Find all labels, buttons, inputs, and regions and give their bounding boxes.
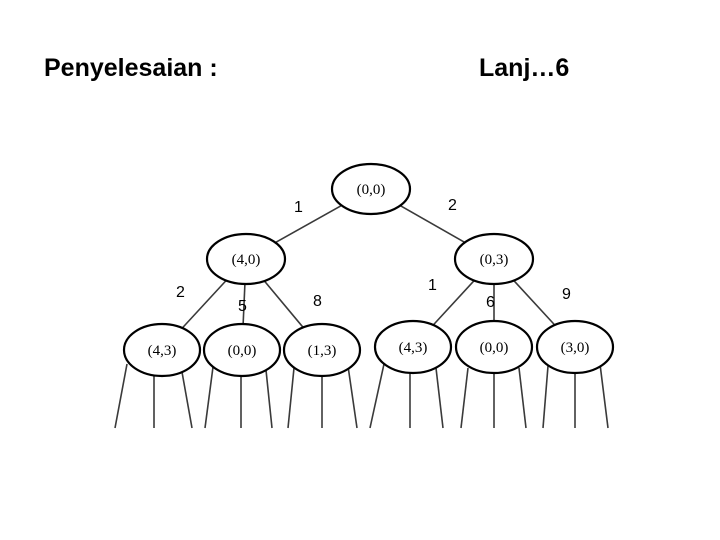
node-ellipse xyxy=(205,232,287,286)
tree-edge-l1-left-l2-b xyxy=(242,283,246,325)
node-label: (4,3) xyxy=(399,340,428,356)
edge-weight-label: 8 xyxy=(313,293,322,310)
tree-edge-l1-right-l2-d xyxy=(432,279,475,326)
tree-edge-l1-right-l2-f xyxy=(513,279,556,326)
tree-edge-l1-left-l2-c xyxy=(263,280,304,328)
tree-continuation-lines xyxy=(114,363,609,429)
continuation-line xyxy=(599,363,609,429)
tree-node-l2-e: (0,0) xyxy=(454,319,534,375)
tree-node-l2-a: (4,3) xyxy=(122,322,202,378)
tree-node-l2-d: (4,3) xyxy=(373,319,453,375)
node-label: (3,0) xyxy=(561,340,590,356)
continuation-line xyxy=(181,371,193,429)
continuation-line xyxy=(542,365,549,429)
tree-node-l2-f: (3,0) xyxy=(535,319,615,375)
tree-node-root: (0,0) xyxy=(330,162,412,216)
continuation-line xyxy=(518,367,527,429)
continuation-line xyxy=(460,367,469,429)
node-ellipse xyxy=(202,322,282,378)
node-ellipse xyxy=(454,319,534,375)
node-label: (0,0) xyxy=(357,182,386,198)
edge-weight-label: 1 xyxy=(294,199,303,216)
continuation-line xyxy=(265,369,273,429)
node-label: (0,0) xyxy=(228,343,257,359)
node-label: (0,0) xyxy=(480,340,509,356)
edge-weight-label: 2 xyxy=(448,197,457,214)
edge-weight-label: 2 xyxy=(176,284,185,301)
slide-title: Penyelesaian : xyxy=(44,54,218,82)
edge-weights: 1 2 2 5 8 1 6 9 xyxy=(176,197,571,315)
tree-node-l1-left: (4,0) xyxy=(205,232,287,286)
node-label: (4,0) xyxy=(232,252,261,268)
continuation-line xyxy=(204,366,214,429)
edge-weight-label: 5 xyxy=(238,298,247,315)
tree-node-l2-b: (0,0) xyxy=(202,322,282,378)
tree-nodes: (0,0) (4,0) (0,3) (4,3) (0,0) (1,3) (4,3) (0,0)… xyxy=(122,162,615,378)
tree-edge-root-l1-left xyxy=(274,204,343,244)
node-ellipse xyxy=(453,232,535,286)
node-ellipse xyxy=(373,319,453,375)
continuation-line xyxy=(369,363,385,429)
continuation-line xyxy=(114,363,128,429)
node-label: (4,3) xyxy=(148,343,177,359)
node-ellipse xyxy=(535,319,615,375)
continuation-line xyxy=(287,367,295,429)
edge-weight-label: 1 xyxy=(428,277,437,294)
tree-node-l2-c: (1,3) xyxy=(282,322,362,378)
tree-edge-l1-left-l2-a xyxy=(181,279,227,329)
tree-node-l1-right: (0,3) xyxy=(453,232,535,286)
continuation-line xyxy=(347,365,358,429)
node-ellipse xyxy=(122,322,202,378)
node-ellipse xyxy=(330,162,412,216)
node-label: (1,3) xyxy=(308,343,337,359)
tree-edge-root-l1-right xyxy=(399,204,466,244)
slide-subtitle: Lanj…6 xyxy=(479,54,570,82)
edge-weight-label: 9 xyxy=(562,286,571,303)
node-label: (0,3) xyxy=(480,252,509,268)
tree-edges xyxy=(181,204,556,329)
continuation-line xyxy=(435,367,444,429)
edge-weight-label: 6 xyxy=(486,294,495,311)
node-ellipse xyxy=(282,322,362,378)
